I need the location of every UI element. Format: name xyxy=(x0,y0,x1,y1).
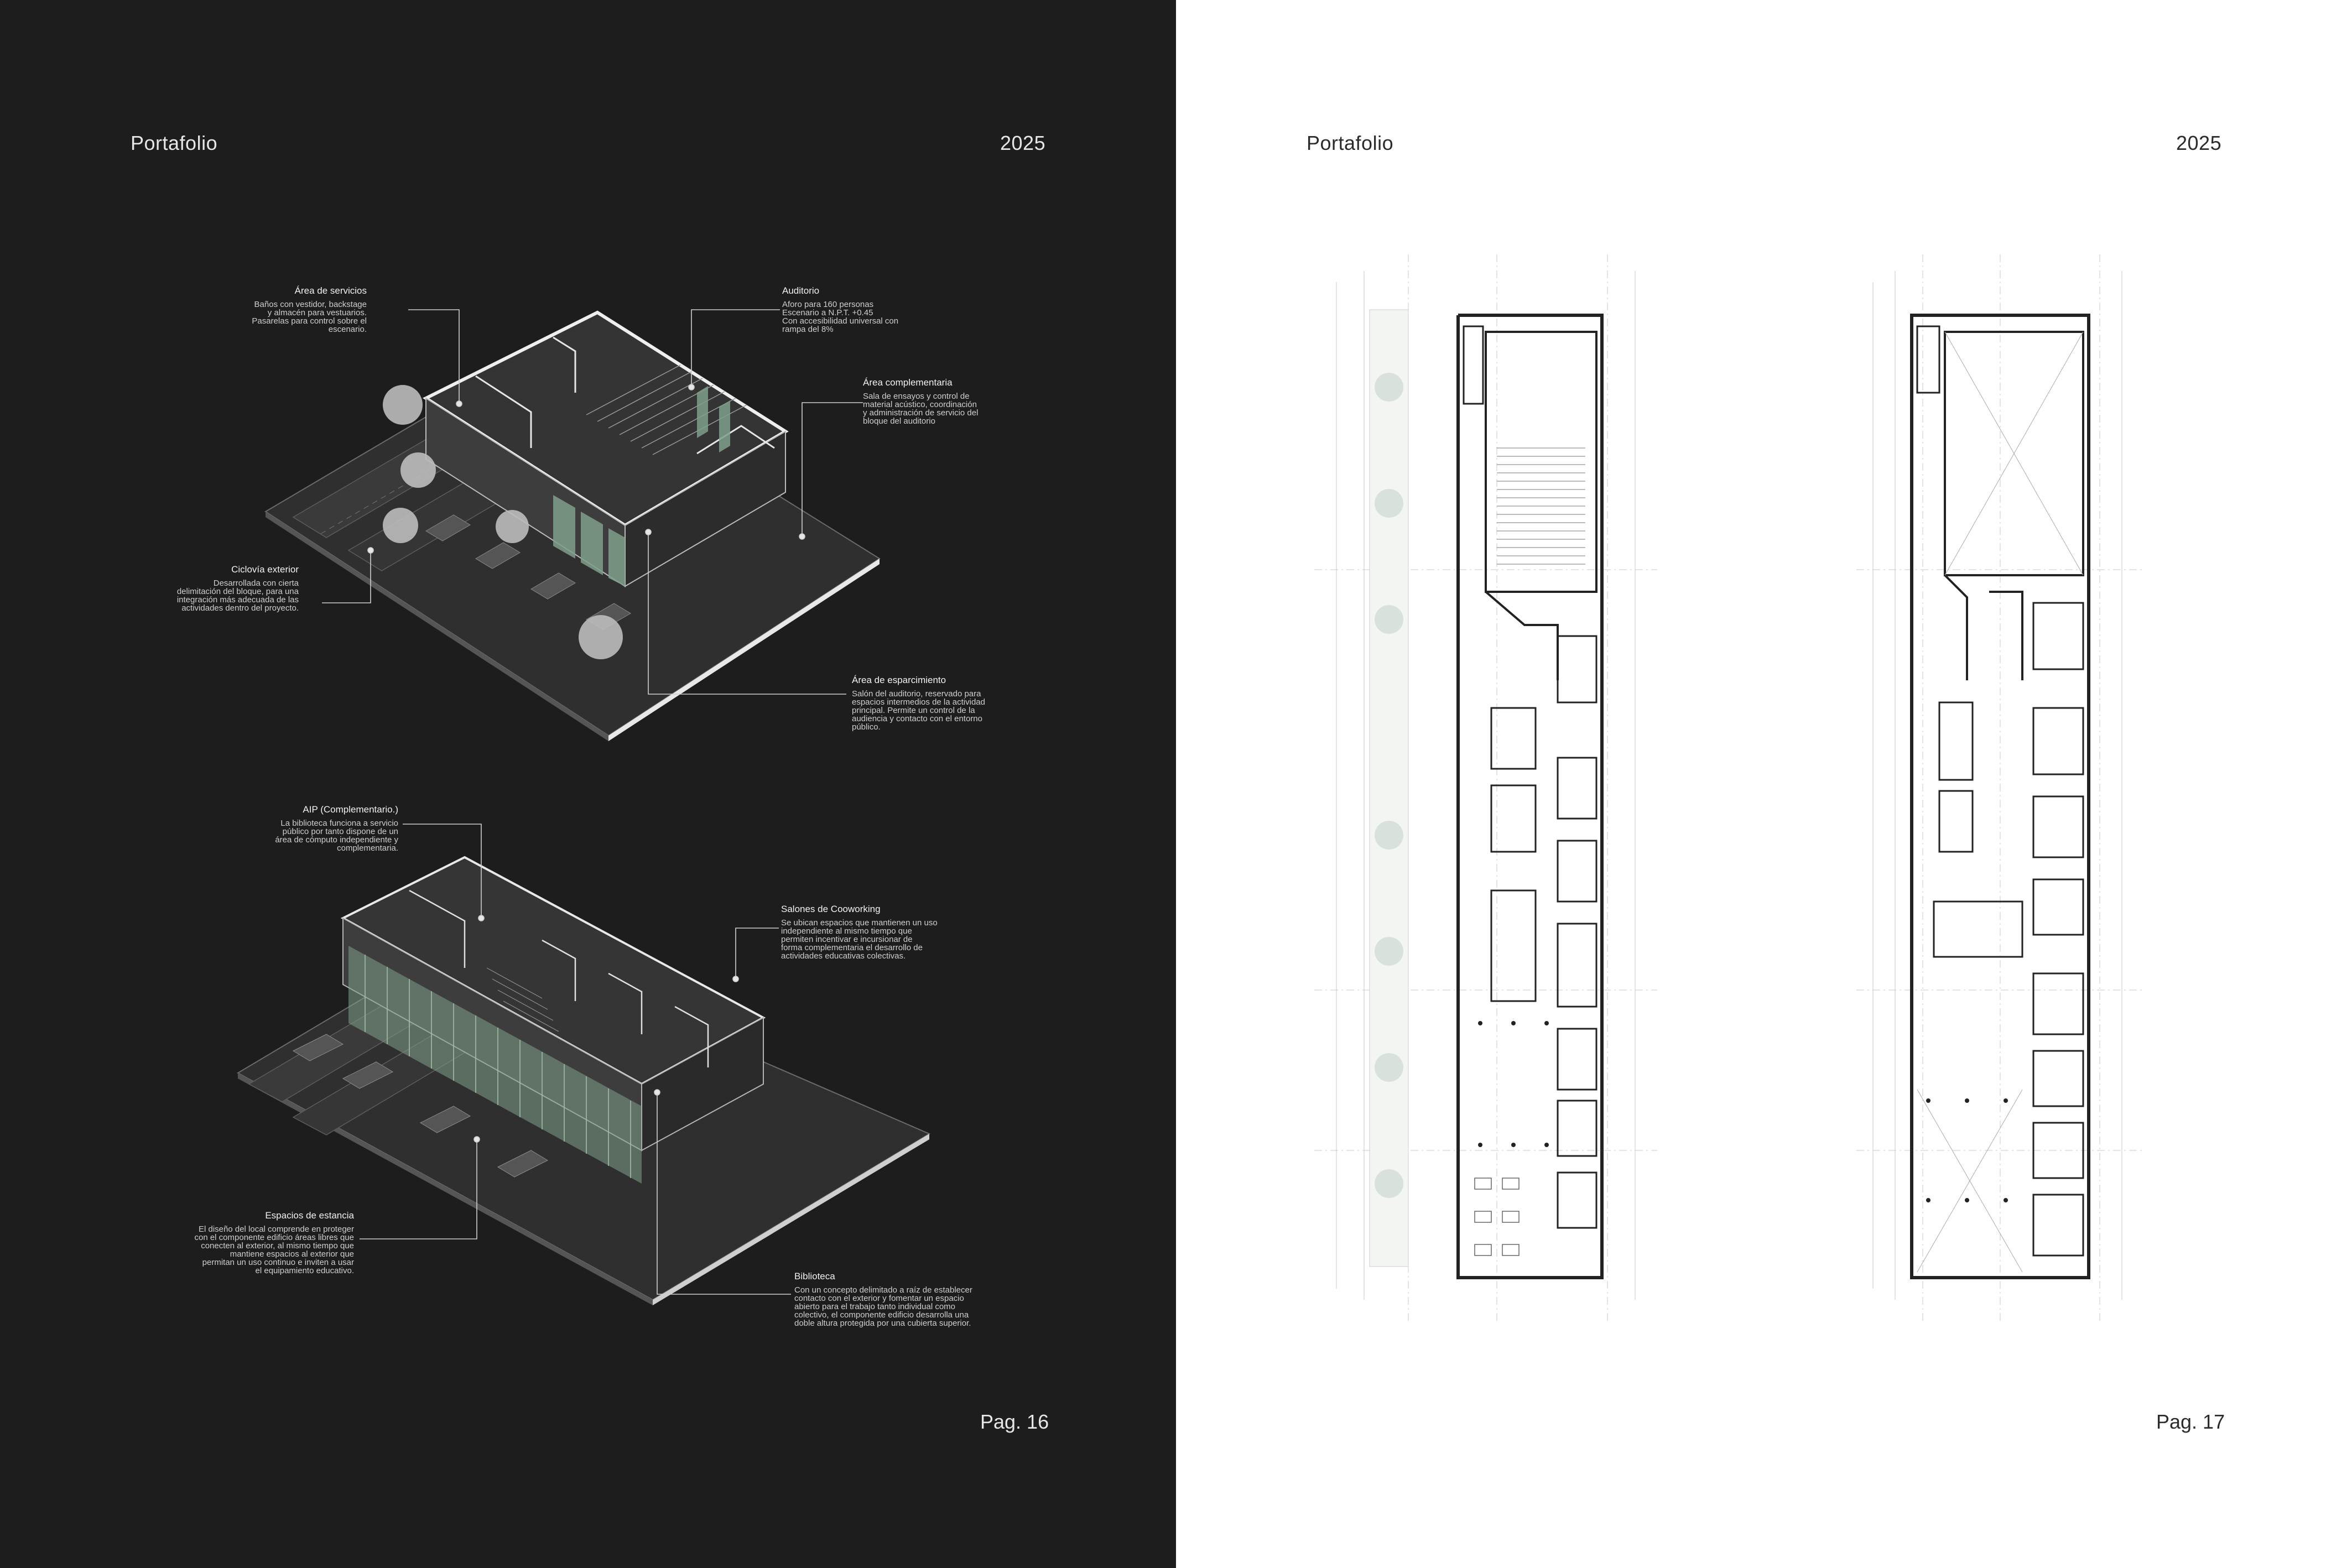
annotation-line: escenario. xyxy=(328,325,367,334)
annotation-auditorio: Auditorio Aforo para 160 personas Escena… xyxy=(782,286,926,334)
annotation-line: Salón del auditorio, reservado para xyxy=(852,689,981,699)
annotation-line: Baños con vestidor, backstage xyxy=(254,300,367,309)
annotation-line: público por tanto dispone de un xyxy=(282,827,398,836)
annotation-title: Auditorio xyxy=(782,285,820,296)
annotation-title: AIP (Complementario.) xyxy=(303,804,398,815)
annotation-line: complementaria. xyxy=(337,843,398,853)
annotation-line: Aforo para 160 personas xyxy=(782,300,874,309)
annotation-line: principal. Permite un control de la xyxy=(852,706,975,715)
annotation-aip: AIP (Complementario.) La biblioteca func… xyxy=(266,805,398,852)
annotation-line: abierto para el trabajo tanto individual… xyxy=(794,1302,956,1311)
annotation-line: conecten al exterior, al mismo tiempo qu… xyxy=(201,1241,354,1251)
annotation-line: delimitación del bloque, para una xyxy=(176,587,299,596)
annotation-ciclovia: Ciclovía exterior Desarrollada con ciert… xyxy=(166,565,299,612)
annotation-line: Desarrollada con cierta xyxy=(213,579,299,588)
annotation-complementaria: Área complementaria Sala de ensayos y co… xyxy=(863,378,1007,425)
annotation-line: público. xyxy=(852,722,881,732)
annotation-line: espacios intermedios de la actividad xyxy=(852,697,985,707)
floor-plan-first-level xyxy=(1314,254,1657,1322)
annotation-line: Escenario a N.P.T. +0.45 xyxy=(782,308,873,317)
annotation-title: Salones de Cooworking xyxy=(781,904,881,914)
header-title: Portafolio xyxy=(131,132,218,154)
annotation-line: Con accesibilidad universal con xyxy=(782,316,899,326)
annotation-title: Área de servicios xyxy=(294,285,367,296)
annotation-line: colectivo, el componente edificio desarr… xyxy=(794,1310,969,1320)
annotation-line: Se ubican espacios que mantienen un uso xyxy=(781,918,938,928)
annotation-line: audiencia y contacto con el entorno xyxy=(852,714,982,723)
annotation-line: Con un concepto delimitado a raíz de est… xyxy=(794,1285,972,1295)
header-title: Portafolio xyxy=(1307,132,1394,154)
annotation-line: actividades dentro del proyecto. xyxy=(181,603,299,613)
annotation-title: Espacios de estancia xyxy=(265,1210,354,1221)
annotation-line: rampa del 8% xyxy=(782,325,834,334)
annotation-title: Biblioteca xyxy=(794,1271,835,1282)
isometric-auditorium-drawing xyxy=(264,310,881,741)
annotation-line: doble altura protegida por una cubierta … xyxy=(794,1319,971,1328)
annotation-line: y administración de servicio del xyxy=(863,408,979,418)
annotation-line: el equipamiento educativo. xyxy=(255,1266,354,1275)
annotation-title: Ciclovía exterior xyxy=(231,564,299,575)
annotation-line: El diseño del local comprende en protege… xyxy=(198,1225,354,1234)
annotation-title: Área complementaria xyxy=(863,377,953,388)
annotation-line: actividades educativas colectivas. xyxy=(781,951,906,961)
annotation-line: mantiene espacios al exterior que xyxy=(230,1249,354,1259)
header-year: 2025 xyxy=(1000,132,1046,154)
annotation-line: material acústico, coordinación xyxy=(863,400,977,409)
annotation-biblioteca: Biblioteca Con un concepto delimitado a … xyxy=(794,1272,988,1327)
annotation-line: integración más adecuada de las xyxy=(176,595,299,605)
annotation-estancia: Espacios de estancia El diseño del local… xyxy=(177,1211,354,1275)
annotation-line: bloque del auditorio xyxy=(863,416,935,426)
annotation-line: área de cómputo independiente y xyxy=(275,835,398,845)
page-16: Portafolio 2025 xyxy=(0,0,1176,1568)
annotation-title: Área de esparcimiento xyxy=(852,675,946,685)
annotation-line: Sala de ensayos y control de xyxy=(863,392,970,401)
annotation-line: contacto con el exterior y fomentar un e… xyxy=(794,1294,964,1303)
floor-plan-second-level xyxy=(1856,254,2144,1322)
annotation-servicios: Área de servicios Baños con vestidor, ba… xyxy=(231,286,367,334)
annotation-line: La biblioteca funciona a servicio xyxy=(280,819,398,828)
annotation-leaders-left xyxy=(322,309,863,1295)
annotation-line: Pasarelas para control sobre el xyxy=(252,316,367,326)
page-17: Portafolio 2025 xyxy=(1176,0,2352,1568)
header-year: 2025 xyxy=(2176,132,2222,154)
annotation-line: con el componente edificio áreas libres … xyxy=(194,1233,354,1242)
annotation-coworking: Salones de Cooworking Se ubican espacios… xyxy=(781,904,947,961)
isometric-library-drawing xyxy=(236,856,931,1305)
annotation-line: independiente al mismo tiempo que xyxy=(781,926,912,936)
annotation-line: y almacén para vestuarios. xyxy=(267,308,367,317)
page-number: Pag. 16 xyxy=(980,1410,1049,1433)
annotation-esparcimiento: Área de esparcimiento Salón del auditori… xyxy=(852,675,1007,732)
annotation-line: permitan un uso continuo e inviten a usa… xyxy=(202,1258,354,1267)
annotation-line: forma complementaria el desarrollo de xyxy=(781,943,923,952)
annotation-line: permiten incentivar e incursionar de xyxy=(781,935,913,944)
page-number: Pag. 17 xyxy=(2156,1410,2225,1433)
